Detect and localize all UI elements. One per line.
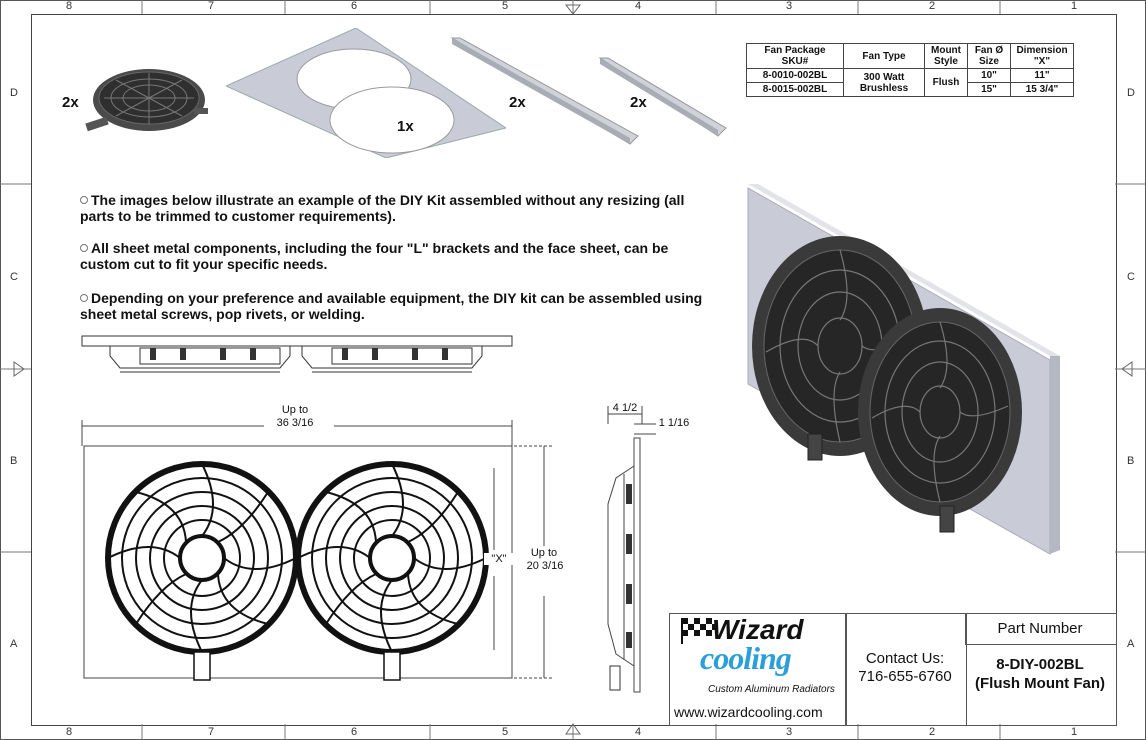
zone-bottom-8: 8: [66, 726, 73, 738]
zone-top-4: 4: [635, 0, 642, 12]
zone-top-8: 8: [66, 0, 73, 12]
zone-top-6: 6: [351, 0, 358, 12]
assembly-3d-image: [747, 184, 1060, 555]
face-sheet-qty: 1x: [397, 118, 414, 135]
header-dimension-x: Dimension "X": [1010, 43, 1074, 69]
zone-left-C: C: [10, 271, 18, 283]
depth-total-label: 4 1/2: [612, 402, 638, 414]
short-bracket-image: [598, 57, 727, 137]
sku-cell: 8-0010-002BL: [746, 68, 844, 83]
fan-isometric-image: [85, 69, 208, 132]
height-value: 20 3/16: [526, 560, 564, 572]
mount-style-cell: Flush: [924, 68, 968, 97]
zone-top-3: 3: [786, 0, 793, 12]
top-view-drawing: [81, 335, 513, 373]
zone-bottom-5: 5: [502, 726, 509, 738]
logo-cell: [669, 613, 847, 726]
zone-bottom-1: 1: [1071, 726, 1078, 738]
header-fan-size: Fan Ø Size: [967, 43, 1011, 69]
short-bracket-qty: 2x: [630, 94, 647, 111]
sku-table: Fan Package SKU# Fan Type Mount Style Fa…: [746, 43, 1074, 97]
zone-left-A: A: [10, 638, 18, 650]
note-3: Depending on your preference and availab…: [80, 290, 720, 322]
long-bracket-qty: 2x: [509, 94, 526, 111]
zone-left-D: D: [10, 87, 18, 99]
fan-qty: 2x: [62, 94, 79, 111]
logo-cooling-text: cooling: [700, 640, 792, 676]
zone-bottom-7: 7: [208, 726, 215, 738]
contact-label: Contact Us:: [865, 650, 945, 667]
front-view-drawing: [81, 420, 552, 681]
zone-bottom-2: 2: [929, 726, 936, 738]
zone-right-C: C: [1127, 271, 1135, 283]
face-sheet-image: [226, 28, 506, 158]
note-3-text: Depending on your preference and availab…: [80, 290, 703, 322]
zone-right-A: A: [1127, 638, 1135, 650]
logo-tagline: Custom Aluminum Radiators: [708, 684, 835, 695]
zone-top-5: 5: [502, 0, 509, 12]
size-cell: 10": [967, 68, 1011, 83]
zone-bottom-3: 3: [786, 726, 793, 738]
zone-right-B: B: [1127, 455, 1135, 467]
note-1-text: The images below illustrate an example o…: [80, 192, 685, 224]
fan-type-cell: 300 Watt Brushless: [843, 68, 925, 97]
zone-bottom-4: 4: [635, 726, 642, 738]
bullet-icon: [80, 294, 88, 302]
part-description: (Flush Mount Fan): [975, 675, 1105, 692]
size-cell: 15": [967, 82, 1011, 97]
width-label: Up to: [281, 404, 309, 416]
contact-cell: [845, 613, 967, 726]
header-fan-type: Fan Type: [843, 43, 925, 69]
depth-sheet-label: 1 1/16: [658, 417, 690, 429]
long-bracket-image: [450, 37, 639, 145]
note-1: The images below illustrate an example o…: [80, 192, 720, 224]
part-number-value: 8-DIY-002BL: [996, 656, 1084, 673]
zone-left-B: B: [10, 455, 18, 467]
zone-top-7: 7: [208, 0, 215, 12]
height-label: Up to: [530, 547, 558, 559]
logo-wizard-text: Wizard: [712, 614, 804, 645]
part-number-label-cell: [965, 613, 1117, 645]
note-2-text: All sheet metal components, including th…: [80, 240, 669, 272]
zone-top-2: 2: [929, 0, 936, 12]
dim-cell: 15 3/4": [1010, 82, 1074, 97]
side-view-drawing: [607, 406, 656, 693]
checkered-flag-icon: [681, 618, 718, 644]
zone-right-D: D: [1127, 87, 1135, 99]
zone-top-1: 1: [1071, 0, 1078, 12]
dim-cell: 11": [1010, 68, 1074, 83]
zone-bottom-6: 6: [351, 726, 358, 738]
contact-phone[interactable]: 716-655-6760: [858, 668, 952, 685]
website-link[interactable]: www.wizardcooling.com: [674, 704, 823, 720]
x-dimension-label: "X": [484, 553, 514, 565]
bullet-icon: [80, 244, 88, 252]
part-number-label: Part Number: [997, 620, 1083, 637]
header-sku: Fan Package SKU#: [746, 43, 844, 69]
bullet-icon: [80, 196, 88, 204]
header-mount-style: Mount Style: [924, 43, 968, 69]
width-value: 36 3/16: [276, 417, 314, 429]
sku-cell: 8-0015-002BL: [746, 82, 844, 97]
note-2: All sheet metal components, including th…: [80, 240, 720, 272]
